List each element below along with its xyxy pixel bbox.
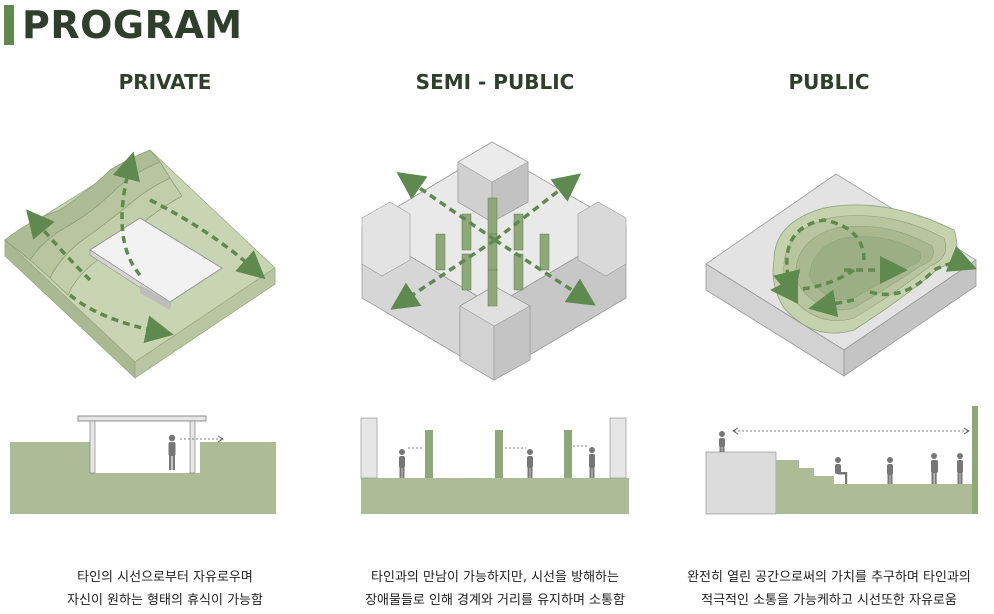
private-ground-right: [134, 267, 276, 379]
caption-public: 완전히 열린 공간으로써의 가치를 추구하며 타인과의 적극적인 소통을 가능케…: [664, 566, 994, 612]
public-section-ground: [854, 484, 978, 514]
semi-public-section-ground: [361, 478, 629, 514]
semi-public-section-pillar-2: [495, 430, 503, 478]
semi-public-pillars: [435, 197, 550, 307]
public-isometric-diagram: [705, 173, 978, 377]
private-section-ground-pit: [92, 473, 200, 514]
semi-public-section-wall-left: [360, 417, 378, 479]
public-slab-right: [843, 259, 977, 377]
public-section-steps: [776, 460, 854, 514]
private-section-ground-right: [200, 442, 276, 514]
semi-public-arrow-nw: [396, 172, 496, 242]
private-section-wall-right: [189, 420, 196, 474]
private-sightline-arrowhead: [217, 435, 224, 443]
semi-public-tower-front-right: [493, 305, 531, 381]
public-arrow-loop-left: [773, 218, 866, 300]
private-section-ground-left: [10, 442, 92, 514]
caption-semi-public-line-2: 장애물들로 인해 경계와 거리를 유지하며 소통함: [365, 593, 625, 608]
semi-public-wall-right: [577, 201, 627, 277]
semi-public-sightlines: [408, 445, 588, 449]
private-person-icon: [168, 434, 176, 470]
caption-semi-public: 타인과의 만남이 가능하지만, 시선을 방해하는 장애물들로 인해 경계와 거리…: [330, 566, 660, 612]
semi-public-section-diagram: [360, 417, 629, 514]
column-semi-public: SEMI - PUBLIC: [330, 0, 660, 614]
public-arrow-right: [869, 245, 978, 297]
public-people-icons: [719, 431, 963, 484]
caption-semi-public-line-1: 타인과의 만남이 가능하지만, 시선을 방해하는: [371, 570, 619, 585]
semi-public-section-wall-right: [609, 417, 627, 479]
private-section-roof: [77, 415, 207, 422]
public-section-wall-right: [972, 406, 978, 514]
public-section-diagram: [705, 406, 978, 515]
private-building-shadow: [140, 285, 170, 310]
private-arrow-up: [112, 151, 142, 277]
title-accent-bar: [4, 5, 14, 45]
private-section-diagram: [10, 415, 276, 514]
column-private: PRIVATE: [0, 0, 330, 614]
private-isometric-diagram: [4, 149, 276, 379]
semi-public-people-icons: [399, 447, 595, 478]
public-arrow-left: [770, 268, 855, 304]
public-arrow-bottom: [808, 289, 855, 318]
caption-private: 타인의 시선으로부터 자유로우며 자신이 원하는 형태의 휴식이 가능함: [0, 566, 330, 612]
semi-public-section-pillar-3: [564, 430, 572, 478]
semi-public-arrow-se: [494, 238, 596, 306]
semi-public-isometric-diagram: [361, 141, 627, 381]
semi-public-arrow-ne: [493, 173, 582, 242]
caption-private-line-1: 타인의 시선으로부터 자유로우며: [77, 570, 253, 585]
private-arrow-left: [26, 209, 92, 282]
column-heading-public: PUBLIC: [788, 70, 870, 94]
semi-public-wall-left: [361, 201, 411, 277]
private-arrow-down: [68, 293, 174, 343]
caption-public-line-2: 적극적인 소통을 가능케하고 시선또한 자유로움: [701, 593, 957, 608]
semi-public-arrow-sw: [390, 238, 496, 310]
column-public: PUBLIC: [664, 0, 994, 614]
public-sightline-arrowheads: [732, 427, 970, 435]
column-heading-semi-public: SEMI - PUBLIC: [415, 70, 575, 94]
column-heading-private: PRIVATE: [118, 70, 212, 94]
semi-public-section-pillar-1: [425, 430, 433, 478]
caption-public-line-1: 완전히 열린 공간으로써의 가치를 추구하며 타인과의: [687, 570, 971, 585]
public-section-raised-block: [705, 451, 777, 515]
title-block: PROGRAM: [4, 2, 243, 48]
caption-private-line-2: 자신이 원하는 형태의 휴식이 가능함: [67, 593, 263, 608]
page-title: PROGRAM: [22, 3, 243, 47]
private-section-wall-left: [89, 420, 96, 474]
private-arrow-right: [149, 198, 266, 280]
